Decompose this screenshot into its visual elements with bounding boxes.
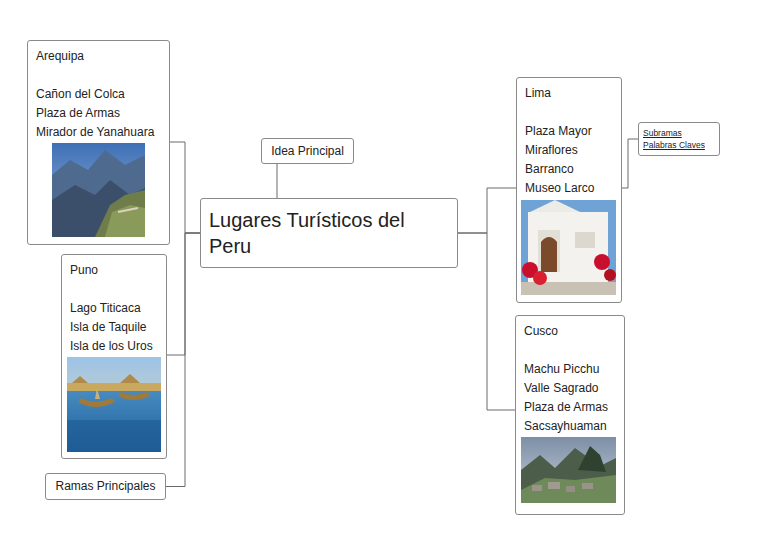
city-heading: Lima <box>525 84 613 103</box>
place-name: Machu Picchu <box>524 360 616 379</box>
node-text: Idea Principal <box>270 143 345 159</box>
lake-photo <box>67 357 161 452</box>
city-heading: Cusco <box>524 322 616 341</box>
museum-photo <box>521 200 616 295</box>
city-branch: PunoLago TiticacaIsla de TaquileIsla de … <box>61 254 167 459</box>
place-name: Plaza de Armas <box>36 104 161 123</box>
place-name: Valle Sagrado <box>524 379 616 398</box>
node-text: Lugares Turísticos del Peru <box>209 207 433 259</box>
connector <box>166 233 200 487</box>
city-branch: ArequipaCañon del ColcaPlaza de ArmasMir… <box>27 40 170 245</box>
place-name: Isla de Taquile <box>70 318 158 337</box>
connector <box>277 164 278 198</box>
city-branch: LimaPlaza MayorMirafloresBarrancoMuseo L… <box>516 77 622 303</box>
place-name: Miraflores <box>525 141 613 160</box>
city-heading: Arequipa <box>36 47 161 66</box>
place-name: Barranco <box>525 160 613 179</box>
city-branch: CuscoMachu PicchuValle SagradoPlaza de A… <box>515 315 625 515</box>
node-text: Ramas Principales <box>54 478 157 494</box>
place-name: Cañon del Colca <box>36 85 161 104</box>
canyon-photo <box>52 143 145 237</box>
place-name: Plaza de Armas <box>524 398 616 417</box>
connector <box>458 188 516 233</box>
ruins-photo <box>521 437 616 503</box>
subbranch-note: SubramasPalabras Claves <box>638 122 720 156</box>
idea-label: Idea Principal <box>261 138 354 164</box>
place-name: Museo Larco <box>525 179 613 198</box>
place-name: Plaza Mayor <box>525 122 613 141</box>
place-name: Isla de los Uros <box>70 337 158 356</box>
place-name: Mirador de Yanahuara <box>36 123 161 142</box>
connector <box>622 139 638 188</box>
node-text: Subramas <box>643 127 715 139</box>
connector <box>167 233 200 355</box>
central-topic: Lugares Turísticos del Peru <box>200 198 458 268</box>
connector <box>458 233 515 410</box>
place-name: Lago Titicaca <box>70 299 158 318</box>
place-name: Sacsayhuaman <box>524 417 616 436</box>
node-text: Palabras Claves <box>643 139 715 151</box>
city-heading: Puno <box>70 261 158 280</box>
connector <box>170 142 200 233</box>
branches-label: Ramas Principales <box>45 473 166 500</box>
